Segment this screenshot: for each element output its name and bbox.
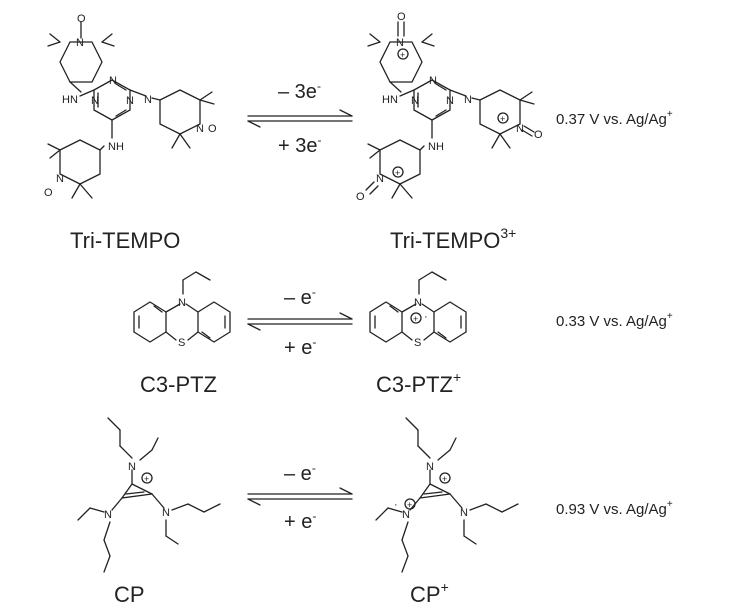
- svg-text:N: N: [402, 509, 410, 521]
- svg-text:N: N: [516, 123, 524, 135]
- svg-text:+: +: [407, 500, 412, 510]
- svg-text:N: N: [178, 297, 186, 309]
- svg-text:N: N: [126, 95, 134, 107]
- svg-text:O: O: [44, 187, 53, 199]
- svg-text:N: N: [162, 507, 170, 519]
- svg-text:NH: NH: [108, 141, 124, 153]
- row2-backward: + e-: [284, 335, 316, 359]
- svg-text:·: ·: [424, 311, 428, 323]
- svg-text:+: +: [442, 474, 447, 484]
- row2-forward: – e-: [284, 285, 316, 309]
- row3-potential: 0.93 V vs. Ag/Ag+: [556, 499, 673, 518]
- row2-left-label: C3-PTZ: [140, 372, 217, 397]
- svg-text:NH: NH: [428, 141, 444, 153]
- row1-backward: + 3e-: [278, 133, 321, 157]
- svg-text:N: N: [429, 75, 437, 87]
- svg-text:N: N: [396, 37, 404, 49]
- cp-structure: N + N N: [77, 417, 221, 573]
- svg-text:N: N: [128, 461, 136, 473]
- c3-ptz-structure: N S: [133, 271, 231, 349]
- svg-text:N: N: [426, 461, 434, 473]
- svg-text:N: N: [109, 75, 117, 87]
- row3-right-label: CP+: [410, 579, 449, 607]
- svg-text:N: N: [144, 94, 152, 106]
- row2-potential: 0.33 V vs. Ag/Ag+: [556, 311, 673, 330]
- svg-text:O: O: [208, 123, 217, 135]
- svg-text:O: O: [356, 191, 365, 203]
- row1-right-label: Tri-TEMPO3+: [390, 225, 516, 253]
- svg-text:S: S: [414, 337, 421, 349]
- row3-backward: + e-: [284, 509, 316, 533]
- row3-left-label: CP: [114, 582, 145, 607]
- svg-text:O: O: [534, 129, 543, 141]
- equilibrium-arrow-2: [247, 312, 353, 331]
- cp-plus-structure: N + N + · N: [375, 417, 519, 573]
- svg-text:N: N: [446, 95, 454, 107]
- svg-text:N: N: [376, 173, 384, 185]
- svg-text:+: +: [400, 50, 405, 60]
- svg-text:N: N: [460, 507, 468, 519]
- svg-text:O: O: [397, 11, 406, 23]
- svg-text:N: N: [411, 95, 419, 107]
- row2-right-label: C3-PTZ+: [376, 369, 461, 397]
- svg-text:+: +: [500, 114, 505, 124]
- equilibrium-arrow-1: [247, 109, 353, 128]
- svg-text:N: N: [464, 94, 472, 106]
- tri-tempo-3plus-structure: N N N HN N NH N O + N O +: [356, 11, 543, 203]
- svg-text:S: S: [178, 337, 185, 349]
- svg-text:N: N: [414, 297, 422, 309]
- row1-left-label: Tri-TEMPO: [70, 228, 180, 253]
- equilibrium-arrow-3: [247, 487, 353, 506]
- svg-text:N: N: [104, 509, 112, 521]
- tri-tempo-structure: N N N HN N NH N O N O N O: [44, 13, 217, 199]
- svg-text:N: N: [76, 37, 84, 49]
- svg-text:+: +: [395, 168, 400, 178]
- svg-text:+: +: [144, 474, 149, 484]
- row3-forward: – e-: [284, 461, 316, 485]
- svg-text:HN: HN: [382, 94, 398, 106]
- svg-text:·: ·: [394, 499, 398, 511]
- svg-text:N: N: [91, 95, 99, 107]
- c3-ptz-plus-structure: N S + ·: [369, 271, 467, 349]
- svg-text:N: N: [196, 123, 204, 135]
- row1-forward: – 3e-: [278, 79, 321, 103]
- row1-potential: 0.37 V vs. Ag/Ag+: [556, 109, 673, 128]
- svg-text:HN: HN: [62, 94, 78, 106]
- svg-text:N: N: [56, 173, 64, 185]
- svg-text:+: +: [413, 314, 418, 324]
- svg-text:O: O: [77, 13, 86, 25]
